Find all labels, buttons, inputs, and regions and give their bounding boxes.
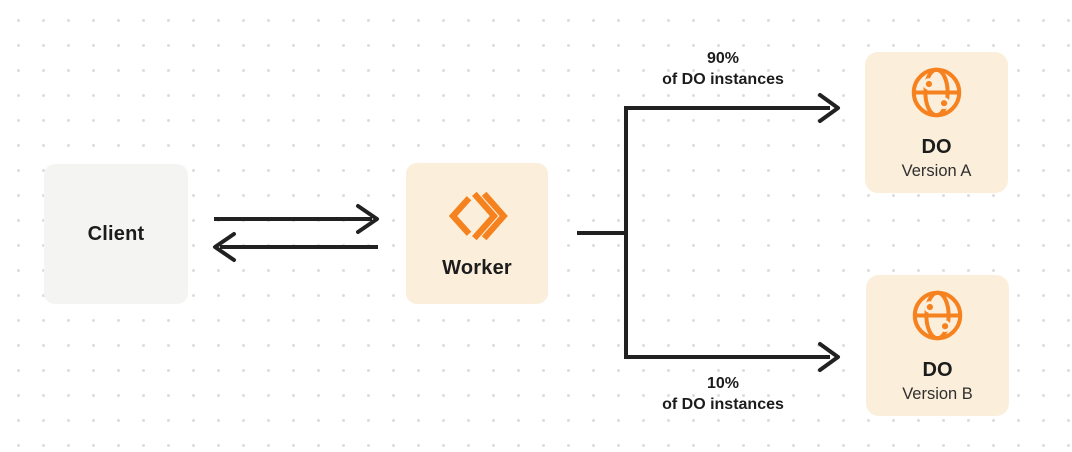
cloudflare-workers-icon: [448, 191, 508, 241]
node-do-version-b: DO Version B: [866, 275, 1009, 416]
do-a-subtitle: Version A: [901, 162, 972, 180]
route-b-caption: of DO instances: [662, 396, 784, 413]
response-arrowhead-icon: [213, 232, 236, 262]
route-a-caption: of DO instances: [662, 71, 784, 88]
route-b-arrowhead-icon: [818, 342, 840, 372]
worker-label: Worker: [442, 257, 512, 279]
route-a-percent: 90%: [706, 50, 740, 67]
do-b-title: DO: [922, 359, 953, 381]
client-label: Client: [87, 222, 145, 245]
route-a-label: 90% of DO instances: [623, 48, 823, 90]
node-worker: Worker: [406, 163, 548, 304]
route-a-arrowhead-icon: [818, 93, 840, 123]
durable-object-globe-icon: [911, 67, 962, 118]
route-b-label: 10% of DO instances: [623, 373, 823, 415]
node-do-version-a: DO Version A: [865, 52, 1008, 193]
split-branch-lines: [624, 106, 830, 359]
durable-object-globe-icon: [912, 290, 963, 341]
route-b-percent: 10%: [706, 375, 740, 392]
do-b-subtitle: Version B: [902, 385, 973, 403]
do-a-title: DO: [921, 136, 952, 158]
request-arrowhead-icon: [356, 204, 379, 234]
node-client: Client: [44, 164, 188, 304]
